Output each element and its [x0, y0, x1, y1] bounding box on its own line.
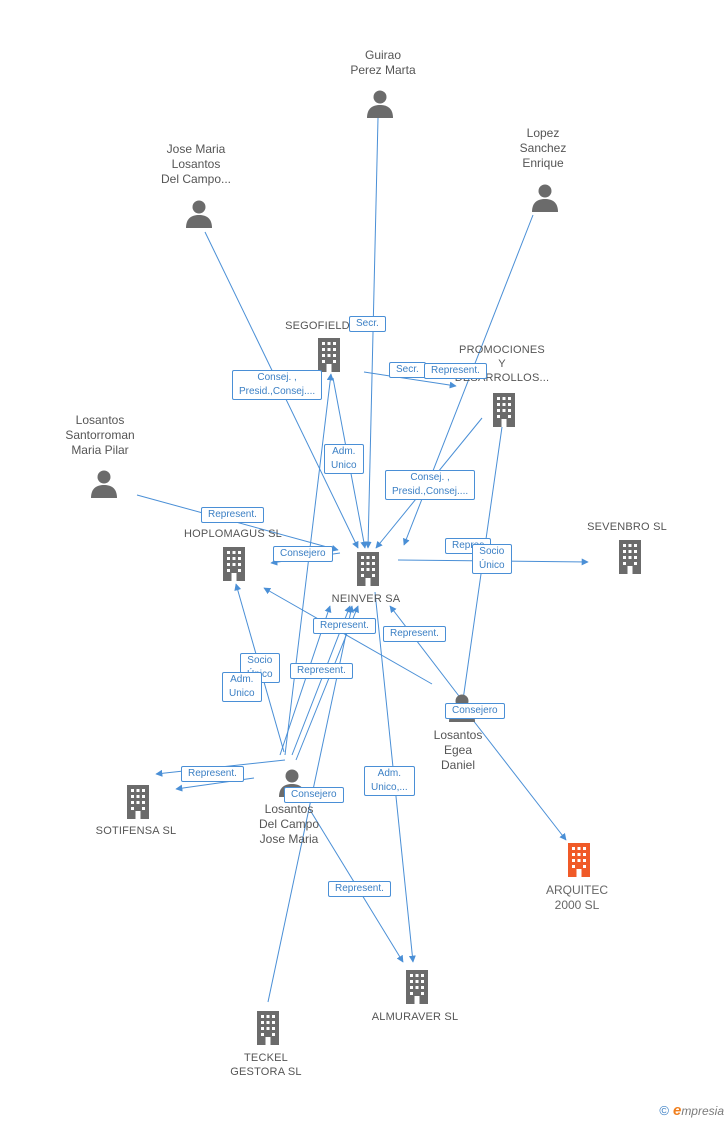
node-label: Losantos Del Campo Jose Maria [258, 802, 320, 846]
person-icon [186, 200, 212, 228]
edge-line [263, 587, 433, 685]
node-label: Losantos Santorroman Maria Pilar [65, 413, 135, 457]
node-label: HOPLOMAGUS SL [184, 528, 282, 540]
edge-label-represent-delcampo[interactable]: Represent. [290, 663, 353, 679]
building-icon [493, 393, 515, 427]
building-icon [127, 785, 149, 819]
node-label: ALMURAVER SL [371, 1011, 459, 1023]
brand-initial: e [672, 1102, 682, 1119]
person-icon [532, 184, 558, 212]
building-icon [619, 540, 641, 574]
building-icon [406, 970, 428, 1004]
edge-line [364, 117, 379, 549]
brand-name: mpresia [681, 1104, 724, 1118]
edge-label-socio-unico-sevenbro[interactable]: Socio Único [472, 544, 512, 574]
node-label: SOTIFENSA SL [95, 825, 177, 837]
edge-label-represent-neinver-left[interactable]: Represent. [313, 618, 376, 634]
building-icon [257, 1011, 279, 1045]
node-label: SEVENBRO SL [587, 521, 667, 533]
building-icon [357, 552, 379, 586]
edge-line [389, 605, 463, 701]
edge-line [363, 371, 457, 389]
copyright-icon: © [659, 1103, 669, 1118]
building-icon [568, 843, 590, 877]
person-icon [91, 470, 117, 498]
edge-label-consej-lopez[interactable]: Consej. , Presid.,Consej.... [385, 470, 476, 500]
node-label: Lopez Sanchez Enrique [519, 126, 567, 170]
node-label: ARQUITEC 2000 SL [545, 883, 608, 912]
edge-label-secr-promociones[interactable]: Secr. [389, 362, 426, 378]
node-label: Guirao Perez Marta [350, 48, 416, 77]
edge-label-represent-almuraver[interactable]: Represent. [328, 881, 391, 897]
edge-label-represent-santorroman[interactable]: Represent. [201, 507, 264, 523]
edge-label-adm-unico-segofield[interactable]: Adm. Unico [324, 444, 364, 474]
edge-label-consejero-egea[interactable]: Consejero [445, 703, 505, 719]
edge-line [284, 373, 334, 756]
edge-label-consejero-delcampo[interactable]: Consejero [284, 787, 344, 803]
node-label: NEINVER SA [331, 593, 401, 605]
edge-label-adm-unico-sotifensa[interactable]: Adm. Unico [222, 672, 262, 702]
person-icon [367, 90, 393, 118]
building-icon [223, 547, 245, 581]
edge-label-represent-sotifensa[interactable]: Represent. [181, 766, 244, 782]
node-label: Losantos Egea Daniel [433, 728, 483, 772]
empresia-logo: © empresia [659, 1102, 724, 1119]
edge-label-represent-promociones[interactable]: Represent. [424, 363, 487, 379]
edge-label-represent-neinver-right[interactable]: Represent. [383, 626, 446, 642]
edge-label-adm-unico-almuraver[interactable]: Adm. Unico,... [364, 766, 415, 796]
edge-label-secr-guirao[interactable]: Secr. [349, 316, 386, 332]
node-label: TECKEL GESTORA SL [230, 1052, 302, 1078]
edge-line [461, 705, 567, 841]
edge-label-consejero-hoplomagus[interactable]: Consejero [273, 546, 333, 562]
node-label: Jose Maria Losantos Del Campo... [160, 142, 232, 186]
edge-label-consej-josemaria[interactable]: Consej. , Presid.,Consej.... [232, 370, 323, 400]
building-icon [318, 338, 340, 372]
